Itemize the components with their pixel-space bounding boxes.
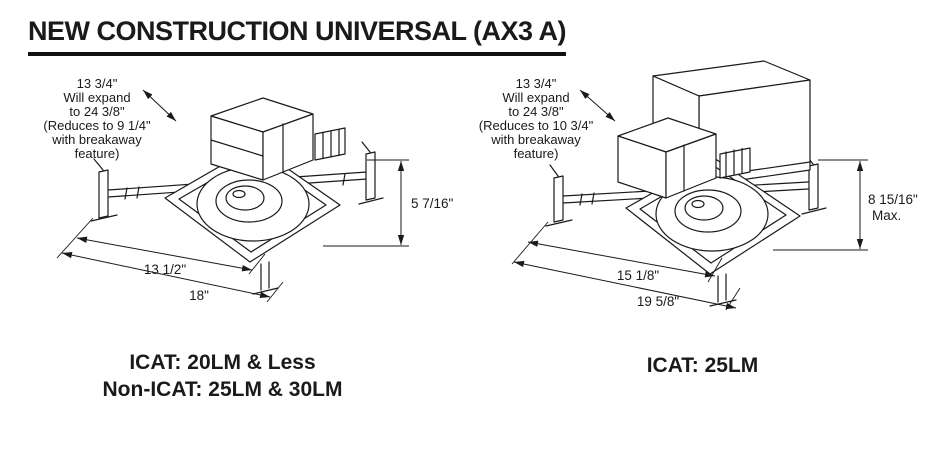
left-dim-expand-arrow: [142, 89, 177, 122]
right-expand-note-line: 13 3/4": [516, 76, 557, 91]
right-dim-expand-arrow: [579, 89, 616, 122]
left-junction-box: [210, 97, 314, 181]
right-aperture-ring: [655, 176, 769, 252]
left-nail-bracket-left: [90, 158, 118, 222]
left-expand-note: 13 3/4" Will expand to 24 3/8" (Reduces …: [43, 76, 151, 161]
right-caption-line1: ICAT: 25LM: [646, 354, 759, 377]
right-dim-outer-width-label: 19 5/8": [637, 294, 680, 309]
left-expand-note-line: 13 3/4": [77, 76, 118, 91]
right-expand-note-line: with breakaway: [490, 132, 581, 147]
left-dim-inner-width-label: 13 1/2": [144, 262, 187, 277]
right-expand-note-line: (Reduces to 10 3/4": [479, 118, 594, 133]
left-dim-height-label: 5 7/16": [411, 196, 454, 211]
right-nail-bracket-right: [801, 153, 827, 215]
right-dim-height: 8 15/16" Max.: [773, 159, 918, 251]
right-expand-note-line: to 24 3/8": [508, 104, 564, 119]
page-title: NEW CONSTRUCTION UNIVERSAL (AX3 A): [28, 16, 567, 56]
left-expand-note-line: with breakaway: [51, 132, 142, 147]
right-expand-note-line: feature): [514, 146, 559, 161]
right-junction-box: [617, 117, 717, 199]
left-dim-outer-width-label: 18": [189, 288, 209, 303]
right-dim-inner-width-label: 15 1/8": [617, 268, 660, 283]
right-expand-note: 13 3/4" Will expand to 24 3/8" (Reduces …: [479, 76, 594, 161]
page-header: NEW CONSTRUCTION UNIVERSAL (AX3 A): [28, 16, 937, 56]
right-dim-height-suffix: Max.: [872, 208, 901, 223]
left-housing-diagram: 5 7/16" 13 1/2" 18" 13 3/4" Will expand …: [43, 76, 454, 303]
left-expand-note-line: Will expand: [63, 90, 130, 105]
right-dim-height-label: 8 15/16": [868, 192, 918, 207]
left-dim-widths: 13 1/2" 18": [56, 217, 284, 303]
left-expand-note-line: to 24 3/8": [69, 104, 125, 119]
left-dim-height: 5 7/16": [323, 159, 454, 247]
left-caption-line2: Non-ICAT: 25LM & 30LM: [102, 378, 343, 401]
right-housing-diagram: 8 15/16" Max. 15 1/8" 19 5/8" 13 3/4" Wi…: [479, 60, 918, 311]
left-caption: ICAT: 20LM & Less Non-ICAT: 25LM & 30LM: [30, 349, 415, 403]
left-aperture-ring: [196, 166, 310, 242]
left-nail-bracket-right: [358, 141, 384, 205]
right-dim-widths: 15 1/8" 19 5/8": [511, 221, 741, 311]
left-expand-note-line: feature): [75, 146, 120, 161]
right-caption: ICAT: 25LM: [555, 352, 850, 379]
right-expand-note-line: Will expand: [502, 90, 569, 105]
right-nail-bracket-left: [545, 164, 573, 227]
left-front-nailer: [252, 261, 279, 295]
left-caption-line1: ICAT: 20LM & Less: [129, 351, 316, 374]
right-driver-box: [719, 147, 751, 179]
left-driver-box: [314, 127, 346, 161]
left-expand-note-line: (Reduces to 9 1/4": [43, 118, 151, 133]
